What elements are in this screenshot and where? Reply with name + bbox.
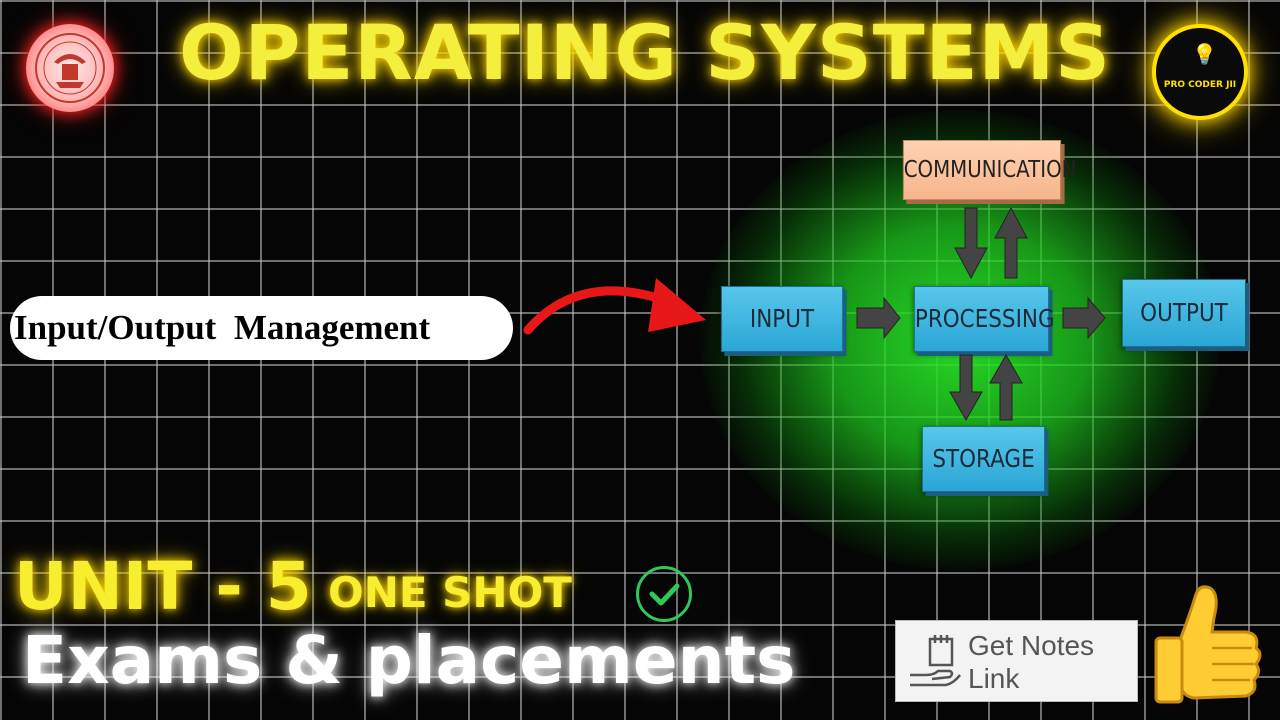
- subtitle: Exams & placements: [22, 622, 796, 699]
- lightbulb-icon: 💡: [1192, 42, 1217, 66]
- notes-hand-icon: [910, 635, 961, 687]
- emblem-icon: [35, 33, 105, 103]
- arrow-right-icon: [1062, 296, 1106, 340]
- university-emblem-logo: [26, 24, 114, 112]
- arrow-up-icon: [994, 206, 1028, 279]
- red-curved-arrow-icon: [523, 278, 706, 335]
- output-box: OUTPUT: [1122, 279, 1246, 347]
- notes-line1: Get Notes: [968, 630, 1095, 661]
- unit-label: UNIT - 5: [14, 548, 312, 625]
- arrow-down-icon: [949, 354, 983, 422]
- logo-text: PRO CODER JII: [1163, 80, 1237, 90]
- pro-coder-logo: 💡 PRO CODER JII: [1152, 24, 1248, 120]
- notes-line2: Link: [968, 663, 1020, 694]
- processing-box: PROCESSING: [913, 286, 1055, 352]
- arrow-down-icon: [954, 207, 988, 280]
- topic-label: Input/Output Management: [10, 296, 513, 360]
- get-notes-link-button[interactable]: Get Notes Link: [895, 620, 1138, 702]
- communication-box: COMMUNICATION: [902, 140, 1076, 200]
- arrow-up-icon: [989, 353, 1023, 421]
- arrow-right-icon: [856, 296, 901, 340]
- one-shot-label: ONE SHOT: [328, 568, 572, 617]
- storage-box: STORAGE: [922, 426, 1045, 492]
- thumbs-up-icon: [1154, 585, 1262, 704]
- input-box: INPUT: [720, 286, 844, 352]
- page-title: OPERATING SYSTEMS: [179, 8, 1111, 97]
- checkmark-icon: [636, 566, 692, 622]
